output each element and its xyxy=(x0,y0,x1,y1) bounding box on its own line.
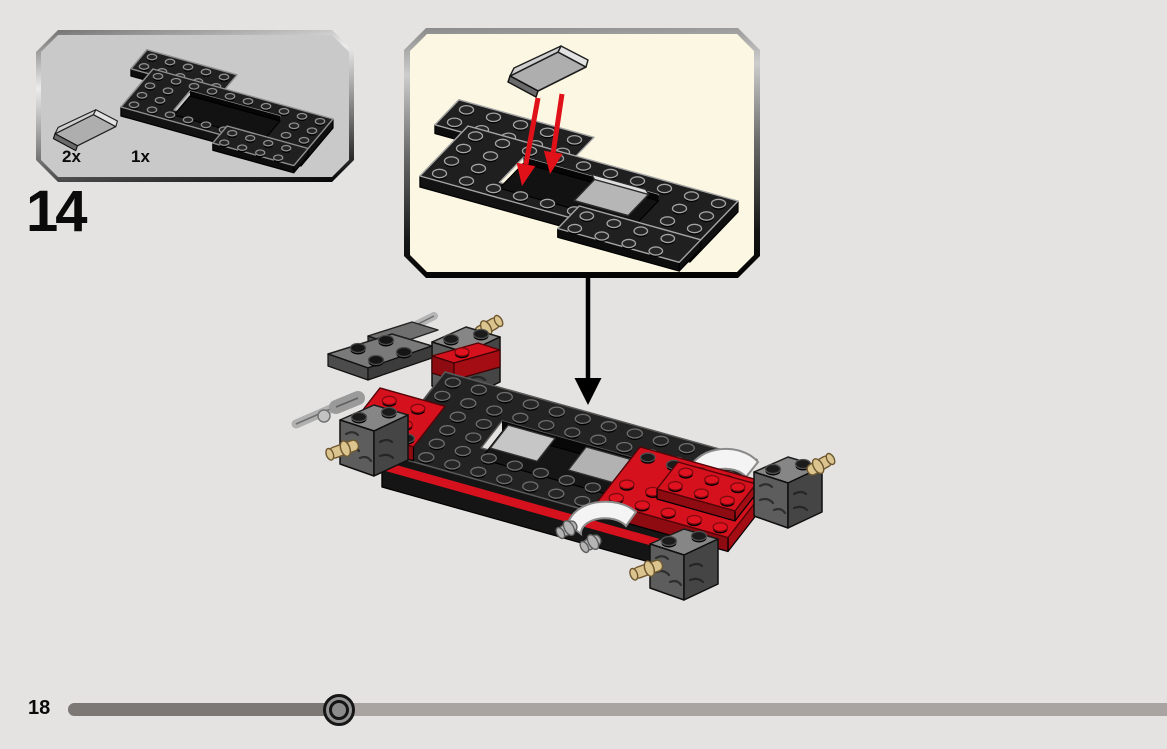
connector-pin xyxy=(325,439,360,461)
page-number: 18 xyxy=(28,697,51,719)
model-illustration xyxy=(291,312,836,601)
part-count-slope: 2x xyxy=(62,147,81,166)
front-axle xyxy=(291,391,365,429)
parts-callout-panel: 2x 1x xyxy=(41,35,349,177)
placed-slope xyxy=(574,174,648,215)
connector-pin xyxy=(806,452,836,476)
slope-piece xyxy=(508,46,588,97)
rear-red-plates xyxy=(597,446,771,553)
progress-knob-icon xyxy=(323,694,355,726)
connector-pin xyxy=(579,534,602,554)
connector-pin xyxy=(629,559,664,581)
engine-block xyxy=(649,528,719,601)
white-arch xyxy=(566,500,638,537)
slope-piece xyxy=(53,110,117,151)
detail-inset xyxy=(404,28,760,278)
connector-pin xyxy=(555,520,578,540)
part-count-base: 1x xyxy=(131,147,150,166)
detail-inset-panel xyxy=(410,34,754,272)
progress-bar xyxy=(68,703,1167,716)
connector-arrow xyxy=(574,278,602,405)
parts-callout: 2x 1x xyxy=(36,30,354,182)
engine-block xyxy=(753,456,823,529)
parts-illustration xyxy=(41,35,349,177)
front-gray-plates xyxy=(327,312,439,381)
step-number: 14 xyxy=(26,179,87,244)
red-arrows xyxy=(517,94,563,186)
progress-fill xyxy=(68,703,338,716)
detail-inset-illustration xyxy=(410,34,754,272)
